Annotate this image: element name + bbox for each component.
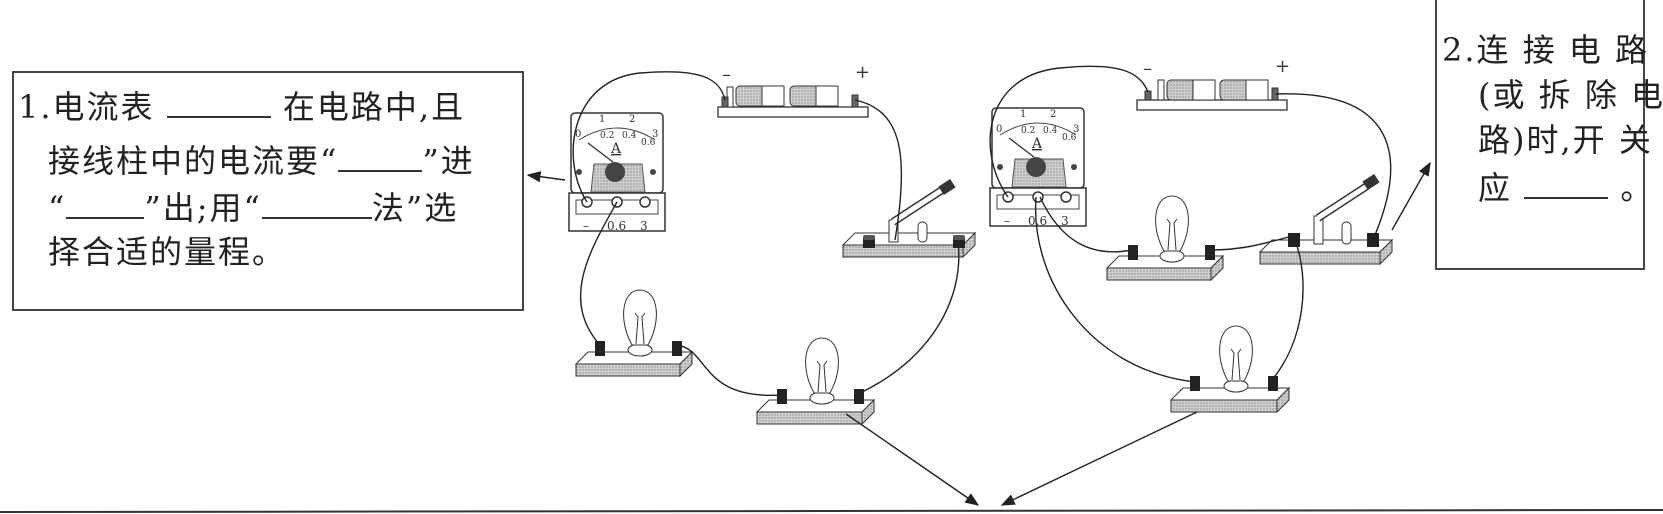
bulb-left-1 [574,289,694,378]
ammeter-left: 0 1 2 3 0.2 0.4 0.6 A – 0.6 3 [568,112,666,233]
svg-text:0.6: 0.6 [1062,133,1077,143]
svg-text:3: 3 [652,129,658,140]
arrow-to-note2 [1391,161,1431,231]
svg-text:1: 1 [1020,109,1026,120]
switch-right [1258,173,1394,266]
svg-text:0.2: 0.2 [1021,126,1035,136]
svg-text:1: 1 [599,114,605,125]
blank-in-terminal[interactable] [338,140,423,172]
bottom-box-border [0,509,1663,513]
svg-text:3: 3 [1073,124,1079,135]
svg-text:3: 3 [1061,214,1069,228]
svg-text:0.2: 0.2 [600,131,614,141]
svg-text:0.6: 0.6 [1028,214,1047,228]
svg-text:2: 2 [1050,109,1056,120]
svg-text:–: – [1004,214,1010,228]
svg-text:A: A [1031,136,1043,152]
svg-text:2: 2 [629,114,635,125]
blank-method[interactable] [261,187,372,219]
note1-line2: 接线柱中的电流要“”进 [48,140,475,180]
svg-text:–: – [1143,58,1152,79]
svg-text:0.4: 0.4 [622,131,637,141]
arrow-to-note1 [526,171,566,183]
note-box-ammeter-rules [12,71,524,311]
wires-left [572,71,960,396]
note1-line1: 1.电流表 在电路中,且 [18,86,466,126]
wires-right [989,65,1392,383]
note2-line4: 应 。 [1478,167,1655,207]
svg-text:+: + [1275,56,1290,77]
svg-text:–: – [583,219,589,233]
battery-left: – + [717,62,870,118]
ammeter-needle [587,142,614,163]
arrow-bottom-right [1000,411,1198,506]
note2-line1: 2.连 接 电 路 [1442,31,1650,69]
bulb-right-2 [1169,325,1291,414]
bulb-right-1 [1105,195,1225,282]
svg-text:0.6: 0.6 [641,138,656,148]
battery-right: – + [1136,56,1290,111]
svg-text:0.4: 0.4 [1043,126,1058,136]
blank-switch-state[interactable] [1524,167,1609,199]
arrow-bottom-left [845,413,980,506]
ammeter-right: 0 1 2 3 0.2 0.4 0.6 A – 0.6 3 [989,107,1087,228]
note2-line2: (或 拆 除 电 [1478,76,1663,114]
svg-text:0: 0 [996,124,1002,135]
note2-number: 2. [1442,31,1477,69]
note2-line3: 路)时,开 关 [1478,121,1653,159]
battery-negative-label: – [722,64,731,85]
ammeter-unit: A [610,141,622,157]
svg-text:0.6: 0.6 [607,219,626,233]
note1-line3: “”出;用“法”选 [48,187,459,227]
annotation-arrows [526,161,1431,506]
svg-text:0: 0 [575,129,581,140]
blank-connection-type[interactable] [166,86,271,118]
bulb-left-2 [755,337,876,426]
battery-positive-label: + [855,62,870,83]
note1-line4: 择合适的量程。 [48,233,287,271]
note1-number: 1. [18,88,53,126]
blank-out-terminal[interactable] [66,187,145,219]
note-box-switch-rule [1435,0,1645,270]
svg-text:3: 3 [640,219,648,233]
switch-left [841,178,977,259]
